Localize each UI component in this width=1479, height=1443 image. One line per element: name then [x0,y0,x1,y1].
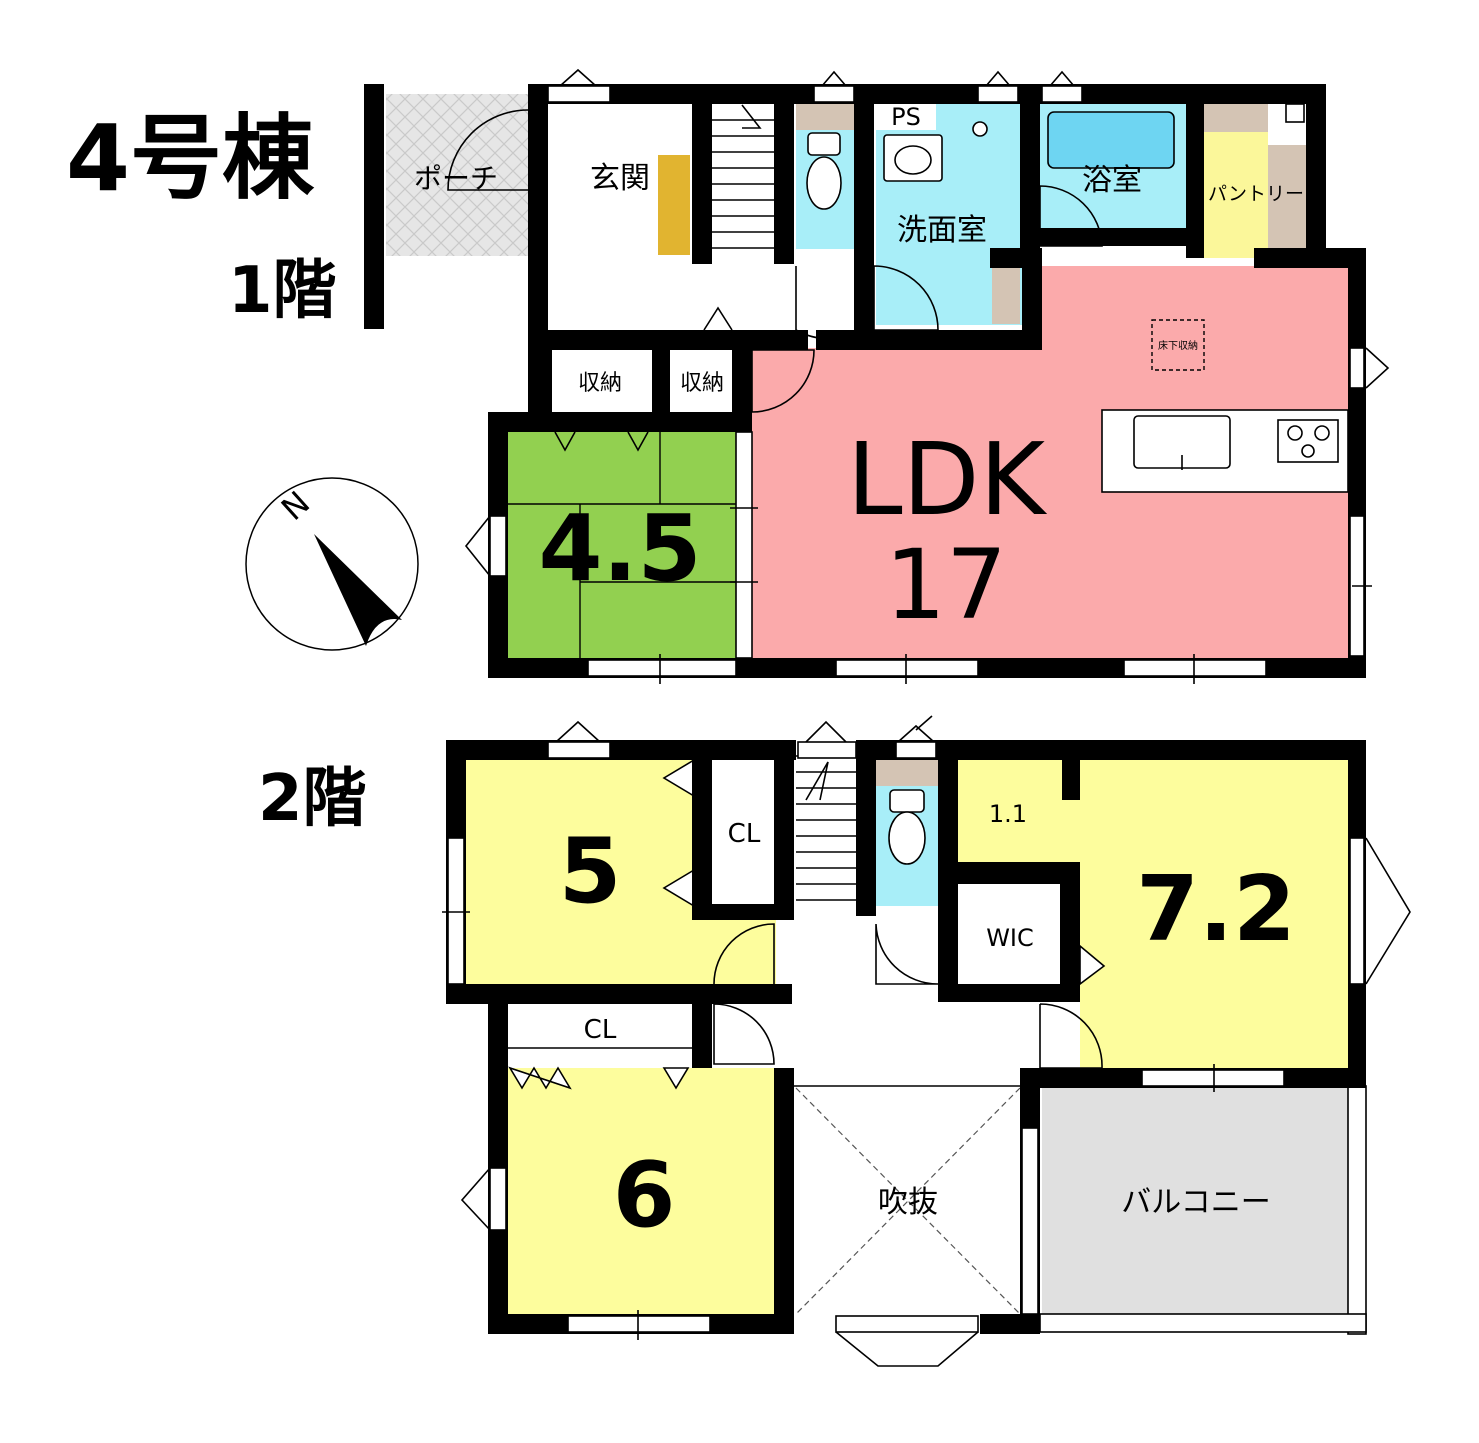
washroom-label: 洗面室 [897,213,987,248]
washbasin [883,134,943,182]
building-title: 4号棟 [66,105,315,212]
first-floor: PS 床下収納 [364,68,1390,684]
storage-1-doors [554,431,649,452]
windows-1f [464,68,1390,684]
underfloor-storage-box [1151,319,1205,371]
balcony-rail-right [1347,1085,1367,1335]
bedroom-72-size: 7.2 [1136,857,1295,962]
hallway-2f [794,926,1080,1084]
closet-6-label: CL [584,1015,617,1045]
pantry-shelf-top [1204,102,1268,132]
bath-label: 浴室 [1082,163,1142,198]
toilet-1f-shelf [796,104,854,130]
porch-side-wall [364,84,384,329]
ldk-label: LDK [847,421,1048,538]
storage-2-room [672,350,732,412]
pantry-shelf-side [1268,145,1306,248]
japanese-room-size: 4.5 [539,495,702,602]
floor-1-label: 1階 [228,254,337,328]
bedroom-5-size: 5 [559,819,622,924]
atrium-label: 吹抜 [878,1185,938,1220]
door-swings-2f [713,923,1106,1069]
north-arrow-icon [314,534,402,646]
closet-6-doors [508,1066,690,1090]
toilet-2f-shelf [876,760,938,786]
japanese-room [508,432,736,658]
bathtub [1047,111,1175,169]
balcony-rail-bottom [1039,1313,1367,1333]
storage-2-label: 収納 [680,371,724,396]
wic-label: WIC [986,924,1034,952]
closet-5-space [712,760,774,906]
entrance-label: 玄関 [590,161,650,196]
door-swings-1f [703,185,1103,413]
storage-1-room [547,350,653,412]
floor-2-label: 2階 [258,762,367,836]
small-space-size: 1.1 [989,800,1027,828]
windows-2f [442,715,1411,1367]
balcony-area [1042,1088,1348,1314]
bedroom-72 [958,760,1348,1068]
stairs-2f [796,740,858,916]
tatami-lines [508,432,736,658]
entrance-door-swing [447,109,529,191]
ps-box [876,102,936,130]
stairs-1f [712,104,774,264]
porch-label: ポーチ [414,162,498,195]
toilet-2f-fixture [888,789,926,865]
washer-outlet [972,121,988,137]
ps-label: PS [891,103,921,131]
atrium-cross [795,1087,1021,1315]
second-floor [442,715,1411,1367]
kitchen-counter [1101,409,1349,493]
storage-1-label: 収納 [578,371,622,396]
pantry-label: パントリー [1208,183,1304,205]
porch-area [386,94,528,256]
toilet-1f-fixture [806,132,842,210]
closet-5-label: CL [728,819,761,849]
hallway-1f [547,262,857,330]
washroom-shelf [992,268,1020,324]
bedroom-6-size: 6 [613,1143,676,1248]
closet-6-space [508,1006,692,1068]
bedroom-6 [508,1068,774,1316]
ldk-size: 17 [885,529,1007,641]
balcony-label: バルコニー [1121,1185,1270,1220]
pillar-square [1285,103,1305,123]
entrance-shelf [658,155,690,255]
ldk-room [752,266,1348,658]
underfloor-storage-label: 床下収納 [1158,339,1198,352]
compass: N [245,477,419,651]
